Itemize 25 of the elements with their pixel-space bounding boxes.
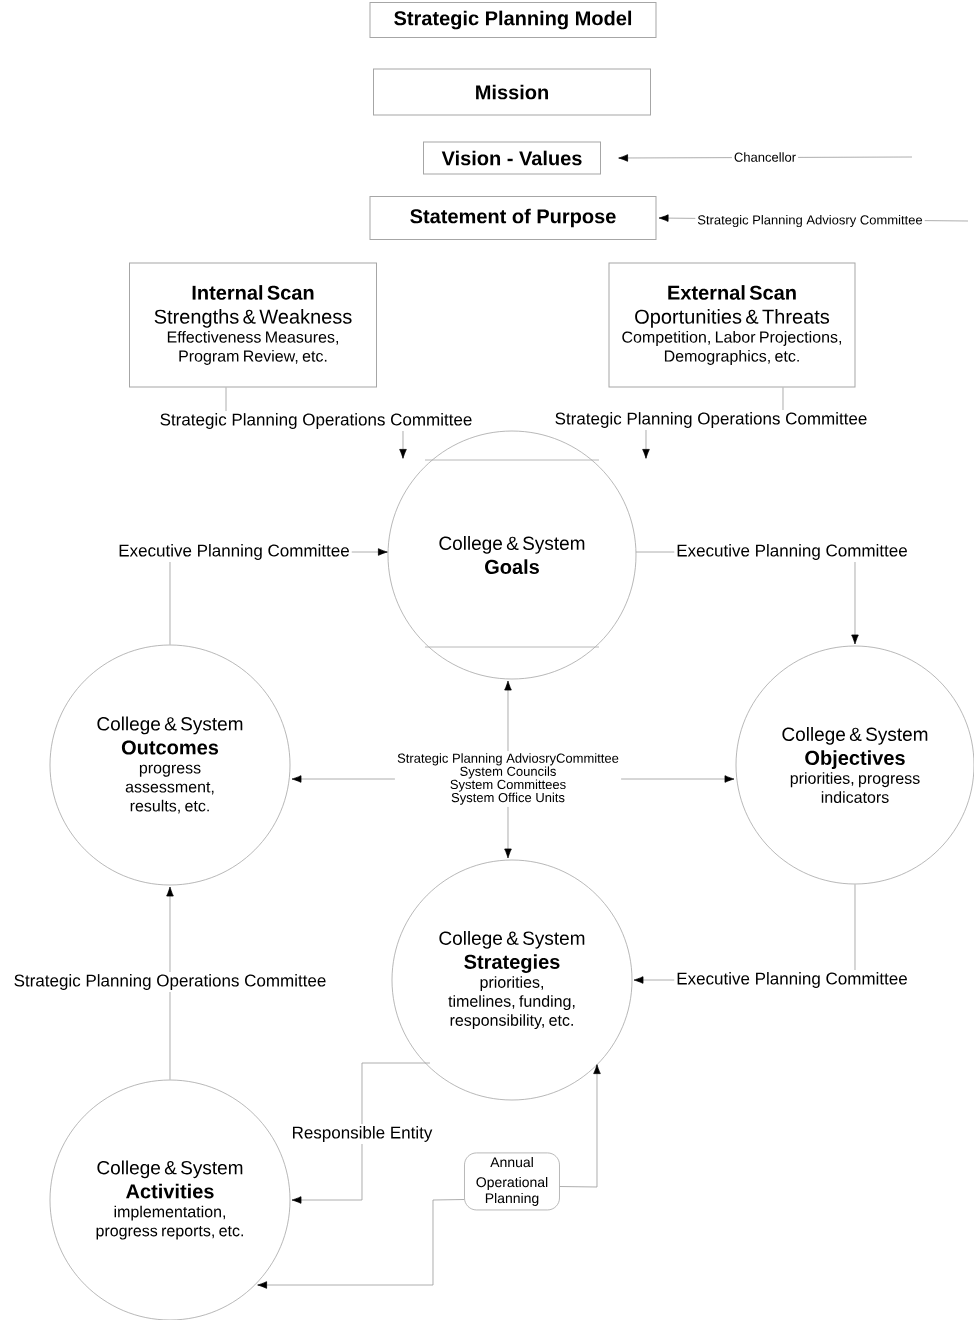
arrow [620, 775, 735, 783]
edge-label: Executive Planning Committee [116, 542, 352, 562]
text-box: Mission [373, 68, 651, 116]
edge-label: Strategic Planning Operations Committee [157, 411, 475, 431]
process-box: Annual Operational Planning [464, 1152, 560, 1211]
arrow [291, 1062, 431, 1204]
arrow [504, 806, 512, 859]
arrow [559, 1064, 601, 1188]
arrow [504, 680, 512, 752]
scan-box: External Scan Oportunities & Threats Competition, Labor Projections, Demographics, etc. [608, 262, 856, 388]
scan-box: Internal Scan Strengths & Weakness Effectiveness Measures, Program Review, etc. [129, 262, 377, 388]
arrow [291, 775, 396, 783]
edge-label: Strategic Planning Adviosry Committee [695, 212, 925, 230]
text-box: Statement of Purpose [369, 196, 657, 240]
text-box: Vision - Values [423, 141, 601, 175]
group-list: Strategic Planning AdviosryCommittee System Councils System Committees System Office Units [397, 753, 619, 805]
edge-label: Strategic Planning Operations Committee [552, 410, 870, 430]
title-box: Strategic Planning Model [369, 2, 657, 38]
edge-label: Chancellor [731, 150, 799, 164]
arrow [257, 1199, 465, 1289]
edge-label: Executive Planning Committee [674, 542, 910, 562]
edge-label: Executive Planning Committee [674, 970, 910, 990]
arrow [166, 886, 174, 1080]
edge-label: Responsible Entity [289, 1124, 435, 1144]
edge-label: Strategic Planning Operations Committee [11, 972, 329, 992]
